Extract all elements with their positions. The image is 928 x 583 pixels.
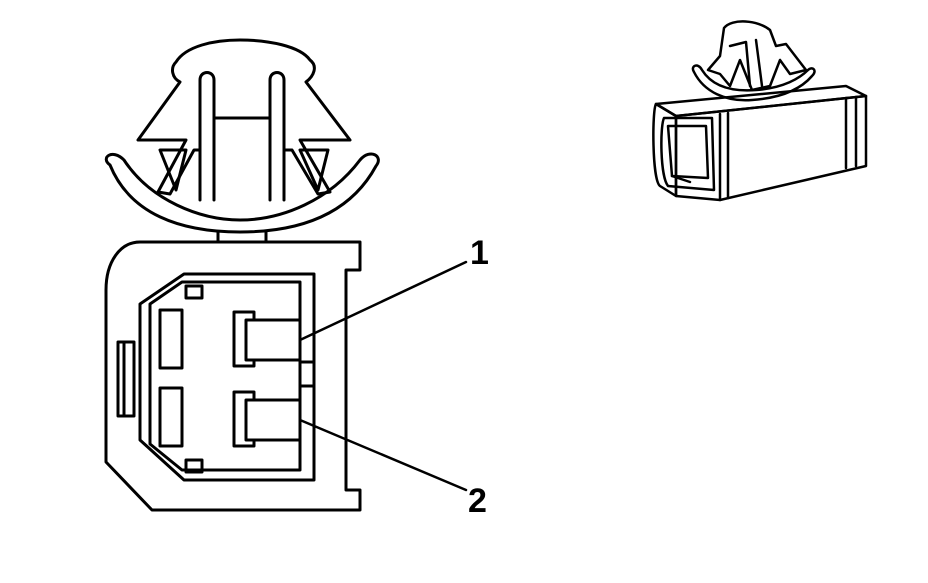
isometric-connector <box>652 20 868 202</box>
callout-label-2: 2 <box>468 482 487 520</box>
mounting-clip <box>104 38 380 244</box>
upper-terminal <box>232 310 302 368</box>
callout-label-1: 1 <box>470 234 489 272</box>
connector-housing <box>104 240 362 512</box>
callout-leader-1 <box>298 260 468 342</box>
callout-leader-2 <box>298 418 468 492</box>
lower-terminal <box>232 390 302 448</box>
